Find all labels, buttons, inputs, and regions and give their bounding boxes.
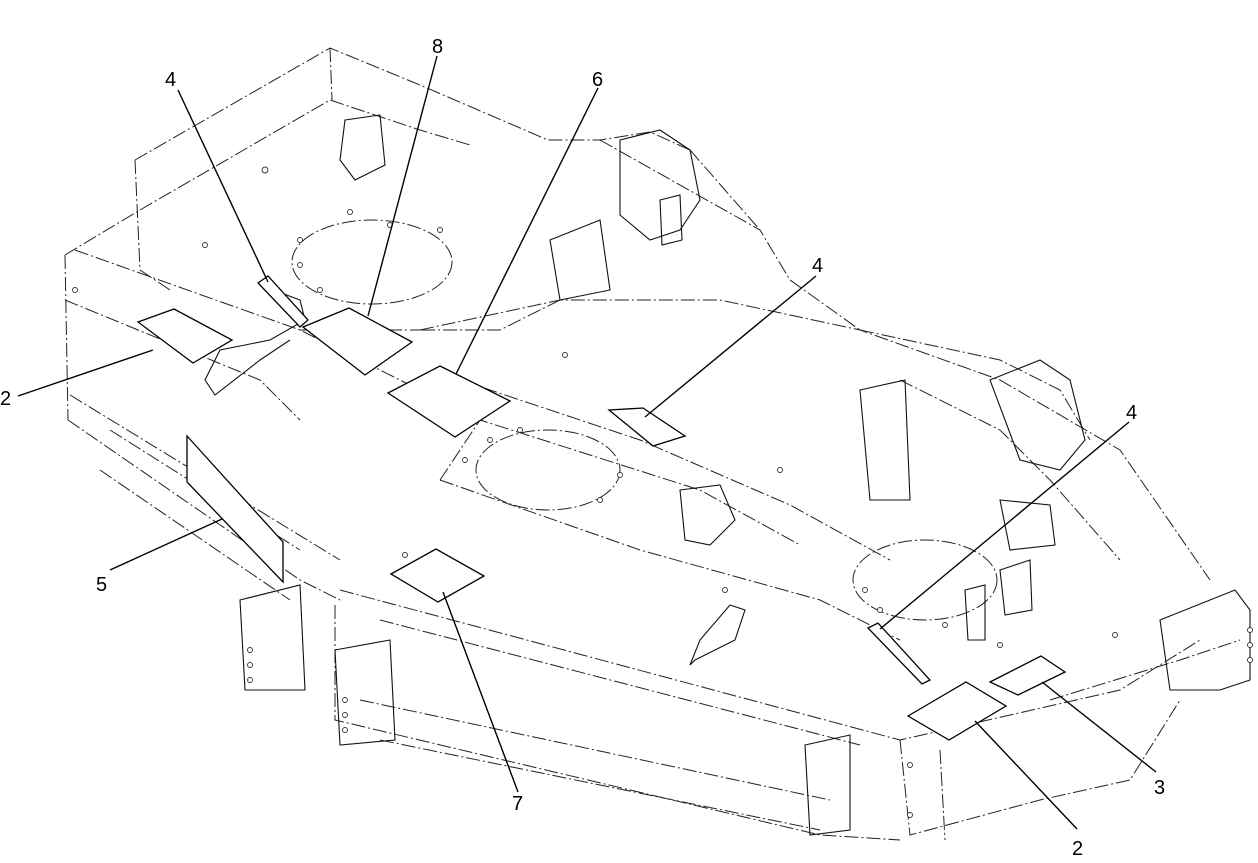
leader-3 bbox=[1041, 681, 1157, 773]
decal-3 bbox=[988, 655, 1067, 696]
callout-8: 8 bbox=[432, 36, 443, 58]
leader-5 bbox=[109, 518, 223, 571]
decal-4-center bbox=[607, 407, 687, 447]
leader-4-center bbox=[644, 275, 817, 418]
leader-6 bbox=[455, 87, 599, 375]
callout-7: 7 bbox=[512, 793, 523, 815]
decal-7 bbox=[389, 548, 486, 603]
mounting-holes bbox=[72, 166, 1253, 818]
decal-6 bbox=[386, 365, 512, 438]
decal-2-right bbox=[906, 681, 1008, 741]
decal-8 bbox=[301, 307, 414, 376]
decal-5 bbox=[186, 434, 284, 584]
callout-3: 3 bbox=[1154, 777, 1165, 799]
callout-labels: 2 4 8 6 4 4 5 7 2 3 bbox=[0, 36, 1165, 860]
leader-4-right bbox=[879, 421, 1130, 630]
leader-8 bbox=[367, 55, 438, 317]
callout-6: 6 bbox=[592, 69, 603, 91]
brackets bbox=[204, 114, 1251, 836]
callout-4-right: 4 bbox=[1126, 402, 1137, 424]
callout-2-right: 2 bbox=[1072, 838, 1083, 860]
decal-4-left bbox=[257, 275, 309, 328]
callout-2-left: 2 bbox=[0, 388, 11, 410]
decal-4-right bbox=[866, 622, 932, 685]
leader-2-left bbox=[17, 349, 154, 397]
callout-5: 5 bbox=[96, 574, 107, 596]
leader-lines bbox=[17, 55, 1157, 830]
blade-openings bbox=[291, 219, 998, 621]
decals bbox=[136, 275, 1067, 741]
decal-2-left bbox=[136, 308, 234, 364]
leader-4-left bbox=[177, 89, 269, 283]
leader-7 bbox=[442, 591, 519, 793]
leader-2-right bbox=[974, 720, 1078, 830]
callout-4-center: 4 bbox=[812, 255, 823, 277]
callout-4-left: 4 bbox=[165, 69, 176, 91]
